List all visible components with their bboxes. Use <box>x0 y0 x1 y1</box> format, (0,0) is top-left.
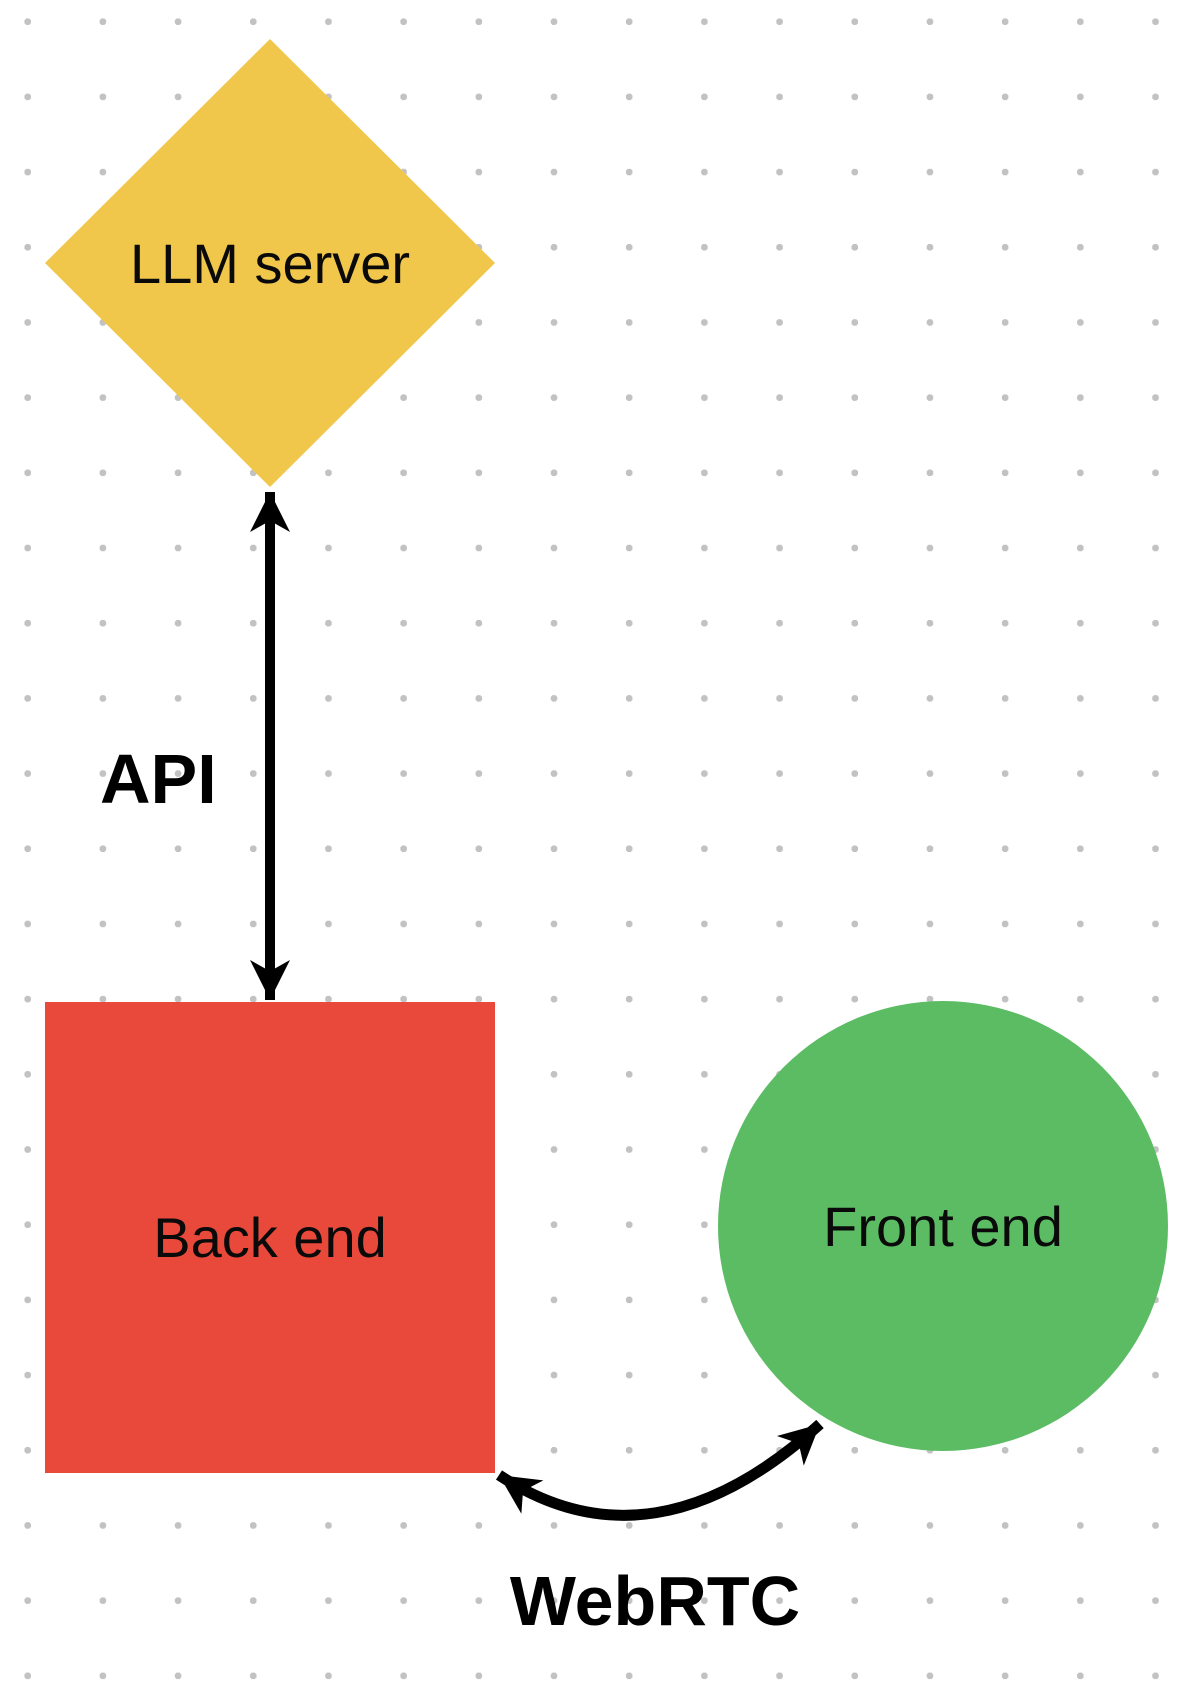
node-llm-server[interactable]: LLM server <box>45 39 495 487</box>
edge-webrtc-label: WebRTC <box>509 1562 801 1640</box>
edge-webrtc-arrow[interactable] <box>495 1419 824 1521</box>
node-llm-server-label: LLM server <box>129 231 411 295</box>
node-front-end-label: Front end <box>823 1194 1063 1258</box>
node-back-end-label: Back end <box>153 1206 387 1269</box>
node-back-end[interactable]: Back end <box>45 1002 495 1473</box>
edge-api-label: API <box>100 740 217 818</box>
node-front-end[interactable]: Front end <box>718 1001 1168 1451</box>
